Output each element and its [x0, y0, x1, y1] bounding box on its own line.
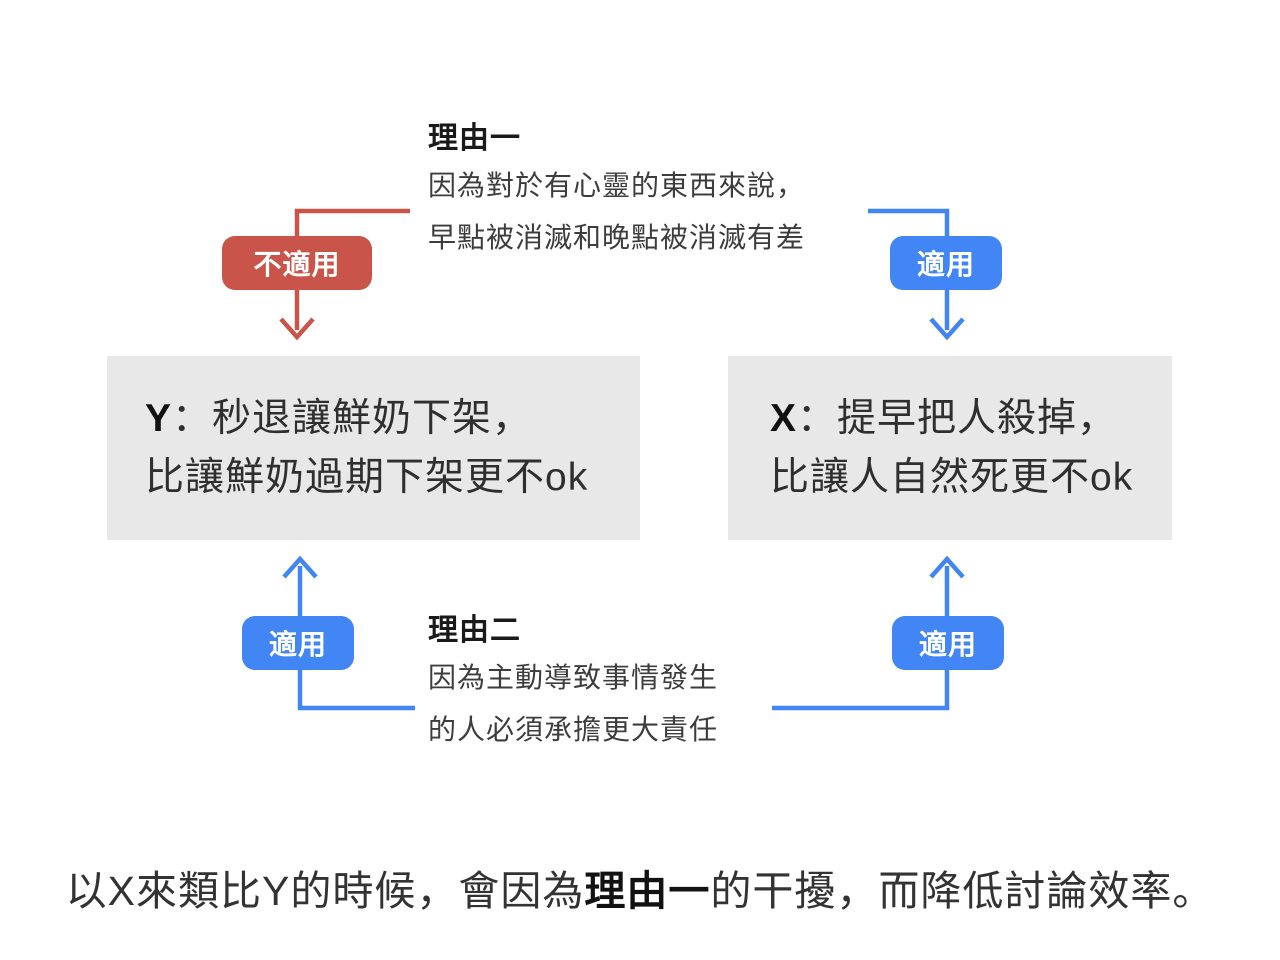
reason1-line1: 因為對於有心靈的東西來說，	[428, 170, 806, 201]
statement-y-line1-text: ：秒退讓鮮奶下架，	[172, 397, 533, 440]
variable-y-label: Y	[145, 397, 173, 440]
statement-x-line1-text: ：提早把人殺掉，	[797, 397, 1118, 440]
reason1-block: 理由一 因為對於有心靈的東西來說， 早點被消滅和晚點被消滅有差	[428, 118, 805, 264]
badge-applicable-x-reason1: 適用	[890, 236, 1002, 290]
statement-x-line1: X：提早把人殺掉，	[770, 389, 1172, 448]
statement-y-line1: Y：秒退讓鮮奶下架，	[145, 389, 640, 448]
reason2-title: 理由二	[428, 614, 521, 647]
statement-box-y: Y：秒退讓鮮奶下架， 比讓鮮奶過期下架更不ok	[107, 356, 640, 540]
reason1-line2: 早點被消滅和晚點被消滅有差	[428, 222, 806, 253]
statement-box-x: X：提早把人殺掉， 比讓人自然死更不ok	[728, 356, 1172, 540]
reason2-line1: 因為主動導致事情發生	[428, 662, 719, 693]
conclusion-suffix: 的干擾，而降低討論效率。	[710, 868, 1215, 914]
reason2-line2: 的人必須承擔更大責任	[428, 714, 719, 745]
reason2-block: 理由二 因為主動導致事情發生 的人必須承擔更大責任	[428, 610, 718, 756]
conclusion-prefix: 以X來類比Y的時候，會因為	[65, 868, 585, 914]
variable-x-label: X	[770, 397, 798, 440]
badge-not-applicable-y: 不適用	[222, 236, 372, 290]
conclusion-sentence: 以X來類比Y的時候，會因為理由一的干擾，而降低討論效率。	[0, 857, 1280, 917]
reason1-title: 理由一	[428, 122, 521, 155]
badge-applicable-y-reason2: 適用	[242, 616, 354, 670]
conclusion-emphasis: 理由一	[584, 868, 711, 914]
statement-x-line2: 比讓人自然死更不ok	[770, 456, 1134, 499]
statement-y-line2: 比讓鮮奶過期下架更不ok	[145, 456, 589, 499]
badge-applicable-x-reason2: 適用	[892, 616, 1004, 670]
